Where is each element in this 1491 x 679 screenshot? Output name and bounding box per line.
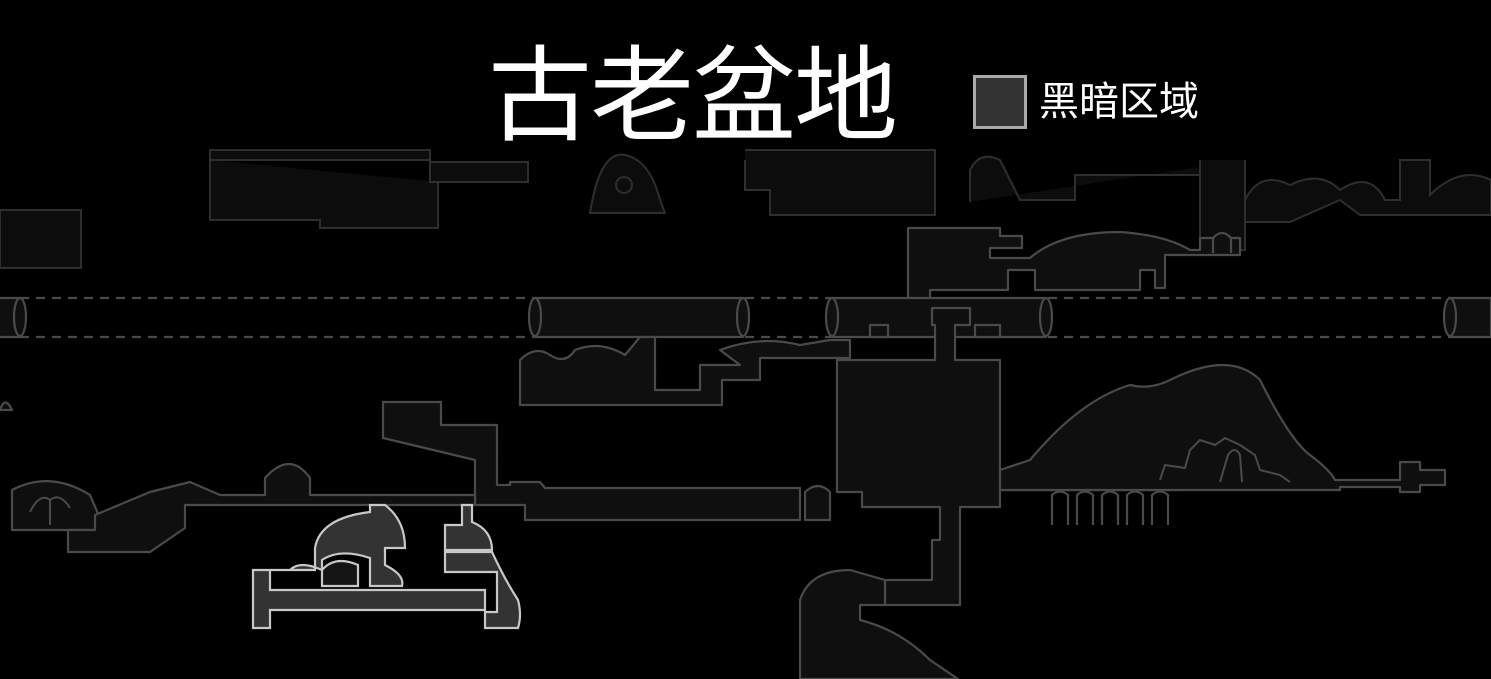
area-title: 古老盆地 <box>488 35 898 157</box>
dark-area-swatch-icon <box>973 75 1027 129</box>
legend: 黑暗区域 <box>973 74 1199 130</box>
upper-rooms-faded <box>0 149 1491 269</box>
tram-tunnel <box>0 296 1491 339</box>
middle-rooms <box>0 306 1447 679</box>
legend-label: 黑暗区域 <box>1039 79 1199 125</box>
upper-rooms <box>906 226 1242 302</box>
dark-area <box>251 503 522 630</box>
